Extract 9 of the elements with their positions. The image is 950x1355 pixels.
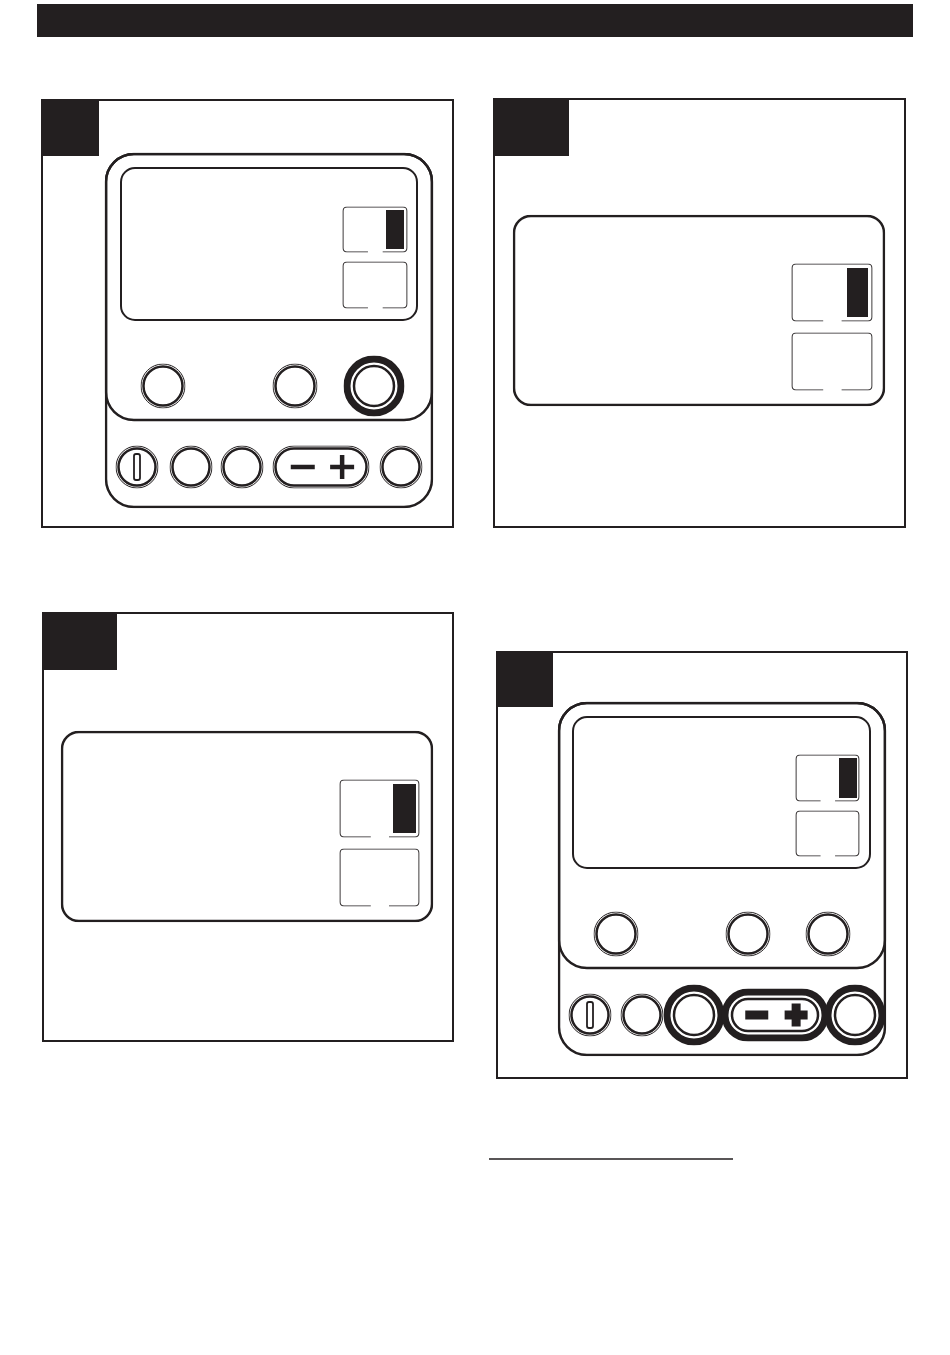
step-number-tab <box>42 612 117 670</box>
step-panel <box>42 612 454 1042</box>
step-panel <box>41 99 454 528</box>
header-bar <box>37 4 913 37</box>
step-number-tab <box>496 651 553 707</box>
step-number-tab <box>493 98 569 156</box>
step-panel <box>496 651 908 1079</box>
step-number-tab <box>41 99 99 156</box>
step-panel <box>493 98 906 528</box>
